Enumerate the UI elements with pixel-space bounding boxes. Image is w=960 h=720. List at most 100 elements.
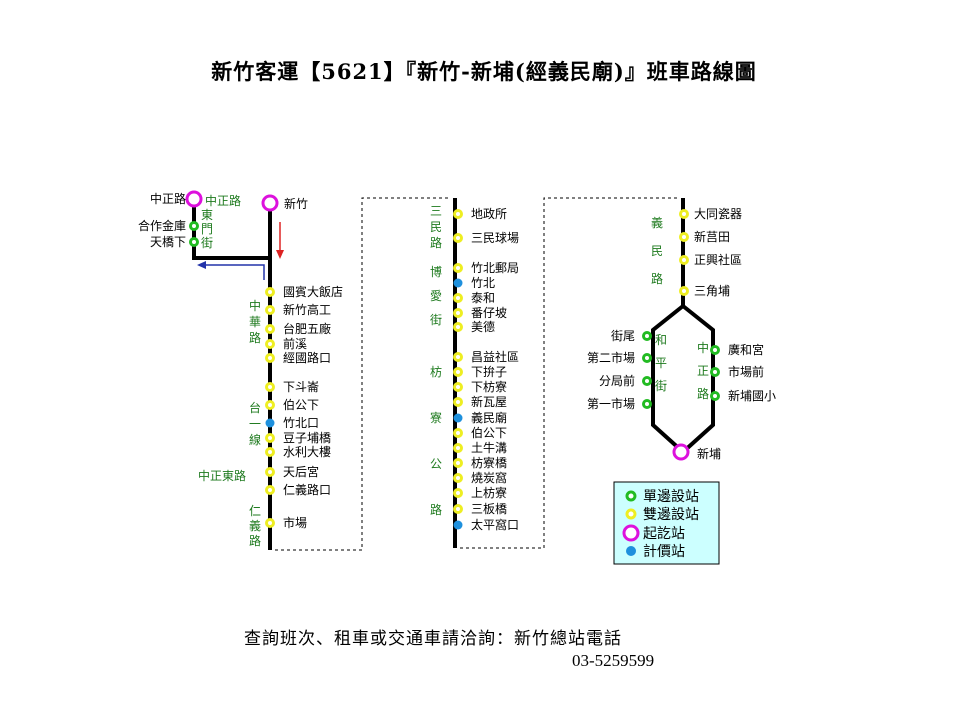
seg3-stop-label-4: 三角埔 (694, 284, 730, 298)
connector-1-2 (275, 197, 450, 551)
seg1-stop-label-4: 前溪 (283, 336, 307, 351)
seg3-stop-label-2: 新莒田 (694, 229, 730, 244)
seg1-stop-label-13: 市場 (283, 515, 307, 530)
seg2-stop-8 (453, 352, 463, 362)
legend-single-label: 單邊設站 (643, 489, 699, 505)
loop-right-stop-label-2: 市場前 (728, 364, 764, 379)
road-label-seg1-1: 中華路 (249, 298, 261, 345)
seg2-stop-label-19: 太平窩口 (471, 517, 519, 532)
seg1-stop-label-8: 竹北口 (283, 416, 319, 430)
legend-double-label: 雙邊設站 (643, 507, 699, 523)
seg1-stop-9 (265, 433, 275, 443)
seg1-stop-label-3: 台肥五廠 (283, 321, 331, 336)
road-label-branch-side: 東門街 (201, 208, 213, 250)
seg2-stop-label-5: 泰和 (471, 291, 495, 305)
road-label-seg3-2: 和平街 (655, 333, 667, 393)
loop-right-stop-3 (710, 391, 720, 401)
page-title: 新竹客運【5621】『新竹-新埔(經義民廟)』班車路線圖 (211, 59, 757, 84)
seg2-stop-label-2: 三民球場 (471, 231, 519, 245)
seg2-stop-9 (453, 367, 463, 377)
seg2-stop-label-18: 三板橋 (471, 502, 507, 516)
branch-stop-label-2: 合作金庫 (138, 218, 186, 233)
direction-arrow-left-head (197, 261, 206, 269)
seg1-stop-11 (265, 467, 275, 477)
seg2-stop-3 (453, 263, 463, 273)
seg2-stop-label-4: 竹北 (471, 276, 495, 290)
loop-left-stop-label-4: 第一市場 (587, 396, 635, 411)
legend-double-icon (625, 508, 637, 520)
seg2-stop-label-13: 伯公下 (471, 425, 507, 440)
seg1-stop-label-5: 經國路口 (283, 350, 331, 365)
seg1-stop-label-1: 國賓大飯店 (283, 284, 343, 299)
loop-right-stop-2 (710, 367, 720, 377)
seg2-stop-5 (453, 293, 463, 303)
loop-left-stop-label-2: 第二市場 (587, 350, 635, 365)
seg1-stop-8 (265, 418, 275, 428)
seg1-stop-1 (265, 287, 275, 297)
seg1-stop-5 (265, 353, 275, 363)
seg1-stop-label-6: 下斗崙 (283, 380, 319, 394)
footer-inquiry-text: 查詢班次、租車或交通車請洽詢：新竹總站電話 (244, 629, 622, 649)
start-terminal-label: 新竹 (284, 196, 308, 211)
seg2-stop-4 (453, 278, 463, 288)
loop-left-stop-3 (642, 376, 652, 386)
seg1-stop-13 (265, 518, 275, 528)
seg2-stop-label-12: 義民廟 (471, 410, 507, 425)
road-label-seg1-4: 仁義路 (249, 504, 261, 548)
seg2-stop-2 (453, 233, 463, 243)
road-label-seg1-3: 中正東路 (198, 468, 246, 483)
road-label-branch-top: 中正路 (205, 193, 241, 208)
legend: 單邊設站 雙邊設站 起訖站 計價站 (613, 481, 720, 565)
seg1-stop-6 (265, 382, 275, 392)
seg2-stop-14 (453, 443, 463, 453)
seg2-stop-label-7: 美德 (471, 319, 495, 334)
loop-left-stop-2 (642, 353, 652, 363)
seg2-stop-label-17: 上枋寮 (471, 485, 507, 500)
legend-terminal-icon (622, 524, 640, 542)
road-label-seg3-1: 義民路 (651, 215, 663, 286)
seg1-stop-label-7: 伯公下 (283, 397, 319, 412)
seg1-stop-12 (265, 485, 275, 495)
seg2-stop-19 (453, 520, 463, 530)
seg2-stop-12 (453, 413, 463, 423)
road-label-seg1-2: 台一線 (249, 400, 261, 447)
seg2-stop-label-14: 土牛溝 (471, 440, 507, 455)
seg3-stop-2 (679, 232, 689, 242)
seg2-stop-label-11: 新瓦屋 (471, 394, 507, 409)
seg2-stop-label-15: 枋寮橋 (471, 455, 507, 470)
seg3-stop-label-1: 大同瓷器 (694, 207, 742, 221)
loop-left-stop-1 (642, 331, 652, 341)
loop-right-stop-label-3: 新埔國小 (728, 388, 776, 403)
loop-left-stop-4 (642, 399, 652, 409)
seg2-stop-7 (453, 322, 463, 332)
end-terminal-label: 新埔 (697, 446, 721, 461)
branch-stop-label-3: 天橋下 (150, 235, 186, 249)
seg3-stop-3 (679, 255, 689, 265)
seg1-stop-7 (265, 400, 275, 410)
road-label-seg2-2: 博愛街 (430, 264, 442, 327)
road-label-seg2-3: 枋寮公路 (430, 364, 442, 517)
seg2-stop-6 (453, 308, 463, 318)
direction-arrow-down-head (276, 250, 284, 259)
seg2-stop-label-6: 番仔坡 (471, 306, 507, 320)
labels-layer: 中正路合作金庫天橋下中正路東門街新竹國賓大飯店新竹高工台肥五廠前溪經國路口下斗崙… (138, 191, 776, 548)
legend-single-icon (625, 490, 637, 502)
seg2-stop-17 (453, 488, 463, 498)
branch-stop-2 (189, 221, 199, 231)
road-label-seg2-1: 三民路 (430, 204, 442, 250)
seg2-stop-10 (453, 382, 463, 392)
connector-2-3 (460, 197, 678, 549)
seg3-stop-1 (679, 209, 689, 219)
seg2-stop-15 (453, 458, 463, 468)
end-terminal-marker (672, 443, 690, 461)
seg2-stop-11 (453, 397, 463, 407)
seg1-stop-label-11: 天后宮 (283, 464, 319, 479)
seg1-stop-label-9: 豆子埔橋 (283, 431, 331, 445)
seg2-stop-1 (453, 209, 463, 219)
seg2-stop-13 (453, 428, 463, 438)
stops-layer (185, 190, 720, 530)
legend-terminal-label: 起訖站 (643, 526, 685, 542)
footer-phone-number: 03-5259599 (572, 651, 655, 670)
seg2-stop-label-10: 下枋寮 (471, 379, 507, 394)
